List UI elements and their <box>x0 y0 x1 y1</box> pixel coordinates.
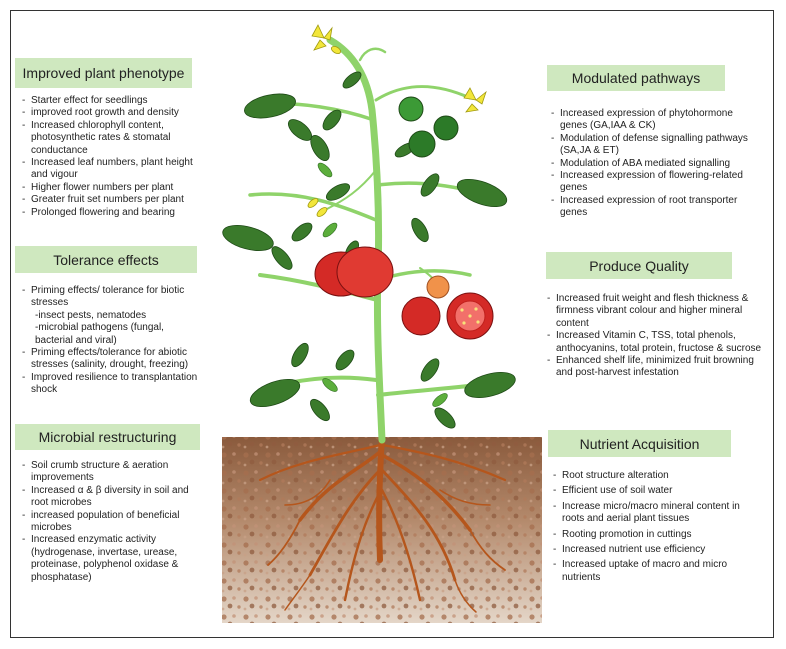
improved-plant-phenotype-list: Starter effect for seedlings improved ro… <box>22 95 202 219</box>
produce-quality-header: Produce Quality <box>546 252 732 279</box>
list-item: improved root growth and density <box>22 107 202 120</box>
roots <box>258 434 507 613</box>
microbial-restructuring-list: Soil crumb structure & aeration improvem… <box>22 460 202 584</box>
leaves <box>222 71 516 429</box>
tolerance-effects-header: Tolerance effects <box>15 246 197 273</box>
list-item: Greater fruit set numbers per plant <box>22 194 202 207</box>
improved-plant-phenotype-title: Improved plant phenotype <box>22 65 185 81</box>
list-item: Increased enzymatic activity (hydrogenas… <box>22 534 202 584</box>
list-item: Increased uptake of macro and micro nutr… <box>553 559 753 584</box>
modulated-pathways-header: Modulated pathways <box>547 65 725 91</box>
tomato-plant-illustration <box>222 24 542 623</box>
list-item: Increased chlorophyll content, photosynt… <box>22 120 202 157</box>
list-item: Increase micro/macro mineral content in … <box>553 501 753 526</box>
modulated-pathways-list: Increased expression of phytohormone gen… <box>551 108 751 220</box>
list-sub-item: -insect pests, nematodes <box>35 309 147 321</box>
list-item: Higher flower numbers per plant <box>22 182 202 195</box>
green-tomatoes <box>398 96 459 158</box>
list-item: Enhanced shelf life, minimized fruit bro… <box>547 355 769 380</box>
list-item: Increased nutrient use efficiency <box>553 544 753 557</box>
light-leaves <box>317 162 448 407</box>
list-item: increased population of beneficial micro… <box>22 510 202 535</box>
produce-quality-list: Increased fruit weight and flesh thickne… <box>547 293 769 380</box>
list-item: Root structure alteration <box>553 470 753 483</box>
tolerance-effects-list: Priming effects/ tolerance for biotic st… <box>22 285 204 397</box>
produce-quality-title: Produce Quality <box>589 257 689 274</box>
list-item: Increased α & β diversity in soil and ro… <box>22 485 202 510</box>
list-item: Soil crumb structure & aeration improvem… <box>22 460 202 485</box>
list-item: Improved resilience to transplantation s… <box>22 372 204 397</box>
nutrient-acquisition-title: Nutrient Acquisition <box>579 435 700 452</box>
flowers <box>307 24 487 217</box>
list-item: Modulation of ABA mediated signalling <box>551 158 751 171</box>
list-sub-item: -microbial pathogens (fungal, bacterial … <box>35 322 164 346</box>
list-item: Increased fruit weight and flesh thickne… <box>547 293 769 330</box>
modulated-pathways-title: Modulated pathways <box>571 70 701 86</box>
tolerance-effects-title: Tolerance effects <box>53 251 159 268</box>
list-item: Increased Vitamin C, TSS, total phenols,… <box>547 330 769 355</box>
list-item: Increased expression of phytohormone gen… <box>551 108 751 133</box>
red-tomatoes <box>314 246 494 340</box>
list-item: Priming effects/ tolerance for biotic st… <box>22 285 204 310</box>
list-item: Prolonged flowering and bearing <box>22 207 202 220</box>
list-item: Starter effect for seedlings <box>22 95 202 108</box>
nutrient-acquisition-list: Root structure alteration Efficient use … <box>553 470 753 587</box>
nutrient-acquisition-header: Nutrient Acquisition <box>548 430 731 457</box>
list-item: Rooting promotion in cuttings <box>553 529 753 542</box>
tomato-seeds <box>460 307 480 325</box>
list-item: Increased expression of flowering-relate… <box>551 170 751 195</box>
microbial-restructuring-title: Microbial restructuring <box>38 429 177 445</box>
list-item: Increased leaf numbers, plant height and… <box>22 157 202 182</box>
list-item: Increased expression of root transporter… <box>551 195 751 220</box>
list-item: Priming effects/tolerance for abiotic st… <box>22 347 204 372</box>
list-item: Efficient use of soil water <box>553 485 753 498</box>
improved-plant-phenotype-header: Improved plant phenotype <box>15 58 192 88</box>
list-item: Modulation of defense signalling pathway… <box>551 133 751 158</box>
microbial-restructuring-header: Microbial restructuring <box>15 424 200 450</box>
